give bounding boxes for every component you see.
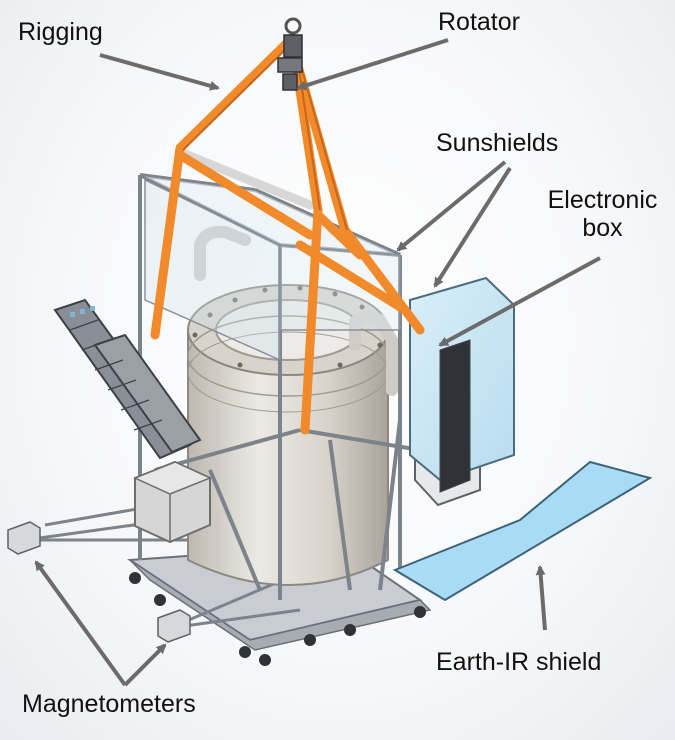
spreader-bar — [175, 147, 315, 210]
label-sunshields: Sunshields — [436, 129, 559, 157]
label-earth-ir-shield: Earth-IR shield — [436, 648, 602, 676]
earth-ir-shield-panel — [392, 460, 653, 602]
instrument-box — [133, 460, 212, 544]
cryostat-pipes — [194, 225, 398, 396]
arrow-magnetometer-1 — [34, 560, 127, 687]
annotation-arrows — [34, 38, 601, 687]
arrow-rigging — [99, 53, 220, 91]
label-electronic-box-line2: box — [582, 214, 623, 242]
solar-panel-array — [53, 298, 202, 460]
label-electronic-box-line1: Electronic — [547, 186, 658, 214]
label-rigging: Rigging — [18, 18, 103, 46]
label-magnetometers: Magnetometers — [22, 690, 196, 718]
arrow-electronic-box — [438, 256, 601, 347]
arrow-rotator — [296, 38, 449, 91]
electronic-box-rack — [439, 339, 471, 493]
label-rotator: Rotator — [438, 8, 520, 36]
rotator-device — [277, 17, 303, 91]
arrow-sunshields-2 — [433, 166, 512, 288]
label-electronic-box: Electronic box — [530, 186, 675, 242]
arrow-sunshields-1 — [396, 160, 507, 252]
arrow-magnetometer-2 — [123, 643, 167, 687]
magnetometer-sensors — [7, 521, 191, 643]
arrow-earth-ir-shield — [535, 565, 547, 631]
